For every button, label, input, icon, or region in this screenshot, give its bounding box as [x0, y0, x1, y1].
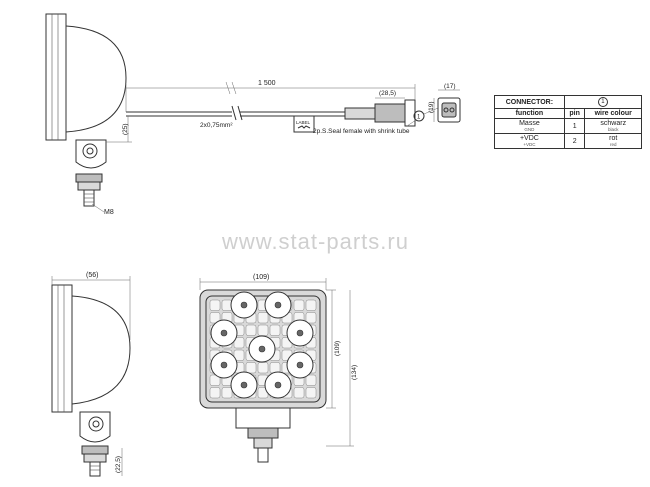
row2-function-sub: +VDC — [523, 142, 536, 147]
row2-colour-main: rot — [609, 135, 618, 142]
overall-height-dim: (134) — [351, 365, 358, 380]
wire-spec: 2x0,75mm² — [200, 122, 233, 129]
lens-cell — [305, 374, 317, 386]
led-emitter — [240, 301, 248, 309]
lens-cell — [209, 387, 221, 399]
led-emitter — [220, 329, 228, 337]
bracket-height-dim: (25) — [122, 123, 129, 135]
lens-cell — [269, 324, 281, 336]
row1-colour-main: schwarz — [600, 120, 627, 127]
connector-note: 2p.S.Seal female with shrink tube — [313, 128, 410, 135]
led-emitter — [220, 361, 228, 369]
lens-cell — [245, 324, 257, 336]
led-emitter — [296, 329, 304, 337]
led-emitter — [296, 361, 304, 369]
row2-colour-sub: red — [609, 142, 617, 147]
lens-cell — [305, 312, 317, 324]
lens-cell — [305, 299, 317, 311]
front-view: (109) (109) (134) — [199, 274, 358, 463]
table-title-ref: 1 — [563, 95, 643, 109]
row1-colour-sub: black — [607, 127, 619, 132]
led-emitter — [240, 381, 248, 389]
lens-cell — [257, 312, 269, 324]
lens-cell — [293, 299, 305, 311]
lens-cell — [257, 362, 269, 374]
lens-cell — [221, 387, 233, 399]
connector-table: CONNECTOR: 1 function pin wire colour Ma… — [494, 95, 643, 149]
led-emitter — [274, 301, 282, 309]
label-tag: LABEL — [296, 120, 311, 125]
side-depth-dim: (56) — [86, 272, 98, 279]
cable-length-dim: 1 500 — [258, 80, 276, 87]
led-emitter — [258, 345, 266, 353]
top-side-view: M8 1 500 2x0,75mm² LABEL (28,5) 2p.S.Sea… — [45, 13, 461, 216]
row1-function-main: Masse — [519, 120, 540, 127]
bracket-low-dim: (22,5) — [115, 456, 122, 473]
front-width-dim: (109) — [253, 274, 269, 281]
lens-cell — [257, 324, 269, 336]
callout-1: 1 — [417, 115, 421, 121]
lens-cell — [245, 362, 257, 374]
header-colour: wire colour — [584, 108, 642, 119]
connector-height-dim: (19) — [428, 101, 435, 113]
led-emitter — [274, 381, 282, 389]
table-ref-circle: 1 — [597, 97, 608, 107]
connector-width-dim: (17) — [444, 83, 456, 90]
lens-cell — [269, 362, 281, 374]
row2-function-main: +VDC — [519, 135, 539, 142]
lens-cell — [233, 349, 245, 361]
bolt-label: M8 — [104, 209, 114, 216]
bottom-side-view: (56) (22,5) — [51, 272, 131, 477]
front-height-dim: (109) — [334, 341, 341, 356]
header-pin: pin — [563, 108, 586, 119]
lens-cell — [305, 387, 317, 399]
lens-cell — [209, 299, 221, 311]
plug-length-dim: (28,5) — [379, 90, 396, 97]
watermark: www.stat-parts.ru — [221, 229, 409, 254]
row1-pin: 1 — [563, 118, 586, 134]
lens-cell — [293, 387, 305, 399]
row1-function-sub: GND — [524, 127, 535, 132]
row2-pin: 2 — [563, 133, 586, 149]
row2-function: +VDC+VDC — [494, 133, 565, 149]
lens-cell — [233, 337, 245, 349]
led-array — [210, 291, 314, 399]
lens-cell — [221, 299, 233, 311]
table-title: CONNECTOR: — [494, 95, 565, 109]
header-function: function — [494, 108, 565, 119]
